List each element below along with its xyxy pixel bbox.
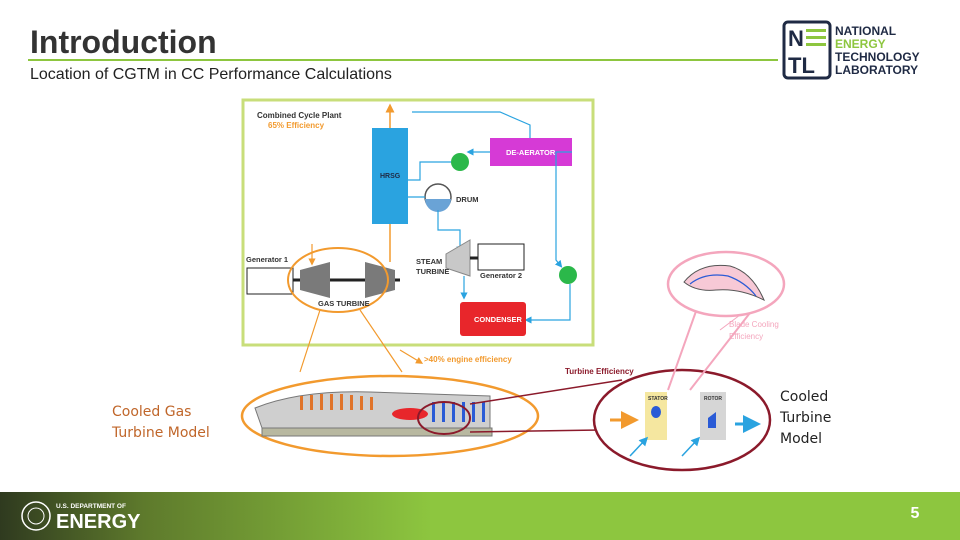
doe-big-text: ENERGY xyxy=(56,511,141,533)
turbine-stage-highlight xyxy=(417,401,471,435)
caption-ctm-line-1: Cooled xyxy=(780,389,829,405)
leader-maroon-2 xyxy=(469,429,601,433)
logo-line-4: LABORATORY xyxy=(835,63,918,77)
gas-turbine-icon xyxy=(365,262,395,298)
caption-cgtm: Cooled Gas Turbine Model xyxy=(112,402,252,444)
condenser-block xyxy=(460,302,526,336)
engine-eff-arrow xyxy=(399,349,424,364)
slide-subtitle: Location of CGTM in CC Performance Calcu… xyxy=(30,66,392,83)
caption-cgtm-line-1: Cooled Gas xyxy=(112,404,192,420)
leader-pink-1 xyxy=(667,299,701,391)
hrsg-block xyxy=(372,128,408,224)
cooling-channel xyxy=(689,274,757,297)
doe-seal-inner xyxy=(27,507,45,525)
drum-water xyxy=(425,199,451,212)
feed-pump-icon xyxy=(451,153,469,171)
logo-line-2: ENERGY xyxy=(835,37,886,51)
stator-label: STATOR xyxy=(648,396,668,402)
logo-letters-top: N xyxy=(788,26,804,51)
logo-bar-3 xyxy=(806,43,826,46)
caption-ctm-line-3: Model xyxy=(780,431,823,447)
stator-vane-icon xyxy=(651,406,661,418)
page-number: 5 xyxy=(910,505,920,522)
gt-highlight-ellipse xyxy=(287,247,389,313)
generator-2-box xyxy=(477,243,525,271)
coolant-arrow-2 xyxy=(681,436,701,457)
logo-line-3: TECHNOLOGY xyxy=(835,50,920,64)
condensate-pump-icon xyxy=(559,266,577,284)
steam-turbine-label-2: TURBINE xyxy=(416,267,449,276)
condenser-return xyxy=(524,284,571,324)
gas-turbine-label: GAS TURBINE xyxy=(318,299,370,308)
deaerator-return xyxy=(554,151,572,268)
logo-bar-1 xyxy=(806,29,826,32)
blade-cooling-label-1: Blade Cooling xyxy=(729,320,779,329)
doe-logo: U.S. DEPARTMENT OF ENERGY xyxy=(21,501,141,533)
leader-orange-2 xyxy=(299,309,321,373)
leader-maroon-1 xyxy=(469,379,623,405)
turbine-blades xyxy=(432,402,485,422)
generator-1-box xyxy=(246,267,294,295)
blade-cooling-label-2: Efficiency xyxy=(729,332,763,341)
plant-box xyxy=(241,98,595,347)
title-underline xyxy=(28,59,778,61)
doe-seal-icon xyxy=(21,501,51,531)
plant-efficiency: 65% Efficiency xyxy=(268,121,325,130)
steam-turbine-label-1: STEAM xyxy=(416,257,442,266)
logo-bar-2 xyxy=(806,36,826,39)
condenser-label: CONDENSER xyxy=(474,315,523,324)
footer-bar xyxy=(0,492,960,540)
steam-to-turbine xyxy=(437,210,464,254)
compressor-blades xyxy=(300,394,373,410)
logo-letters-bottom: TL xyxy=(788,53,815,78)
leader-pink-2 xyxy=(689,299,761,391)
generator-2-label: Generator 2 xyxy=(480,271,522,280)
steam-turbine-icon xyxy=(445,239,471,277)
deaerator-label: DE-AERATOR xyxy=(506,148,556,157)
logo-line-1: NATIONAL xyxy=(835,24,896,38)
blade-airfoil-icon xyxy=(683,264,765,302)
rotor-blade-icon xyxy=(708,412,716,428)
slide-title: Introduction xyxy=(30,24,217,60)
hrsg-label: HRSG xyxy=(380,173,401,180)
turbine-efficiency-label: Turbine Efficiency xyxy=(565,367,634,376)
engine-efficiency-label: >40% engine efficiency xyxy=(424,355,512,364)
leader-orange-1 xyxy=(359,309,403,373)
generator-1-label: Generator 1 xyxy=(246,255,288,264)
netl-logo: N TL NATIONAL ENERGY TECHNOLOGY LABORATO… xyxy=(782,20,920,80)
plant-title: Combined Cycle Plant xyxy=(257,111,342,120)
coolant-arrow-1 xyxy=(629,436,649,457)
rotor-label: ROTOR xyxy=(704,396,722,402)
caption-ctm: Cooled Turbine Model xyxy=(780,387,860,450)
caption-cgtm-line-2: Turbine Model xyxy=(112,425,210,441)
caption-ctm-line-2: Turbine xyxy=(780,410,832,426)
drum-label: DRUM xyxy=(456,195,479,204)
compressor-icon xyxy=(300,262,330,298)
hrsg-top-loop xyxy=(412,111,531,138)
doe-small-text: U.S. DEPARTMENT OF xyxy=(56,503,126,510)
pump-to-hrsg xyxy=(408,161,451,181)
